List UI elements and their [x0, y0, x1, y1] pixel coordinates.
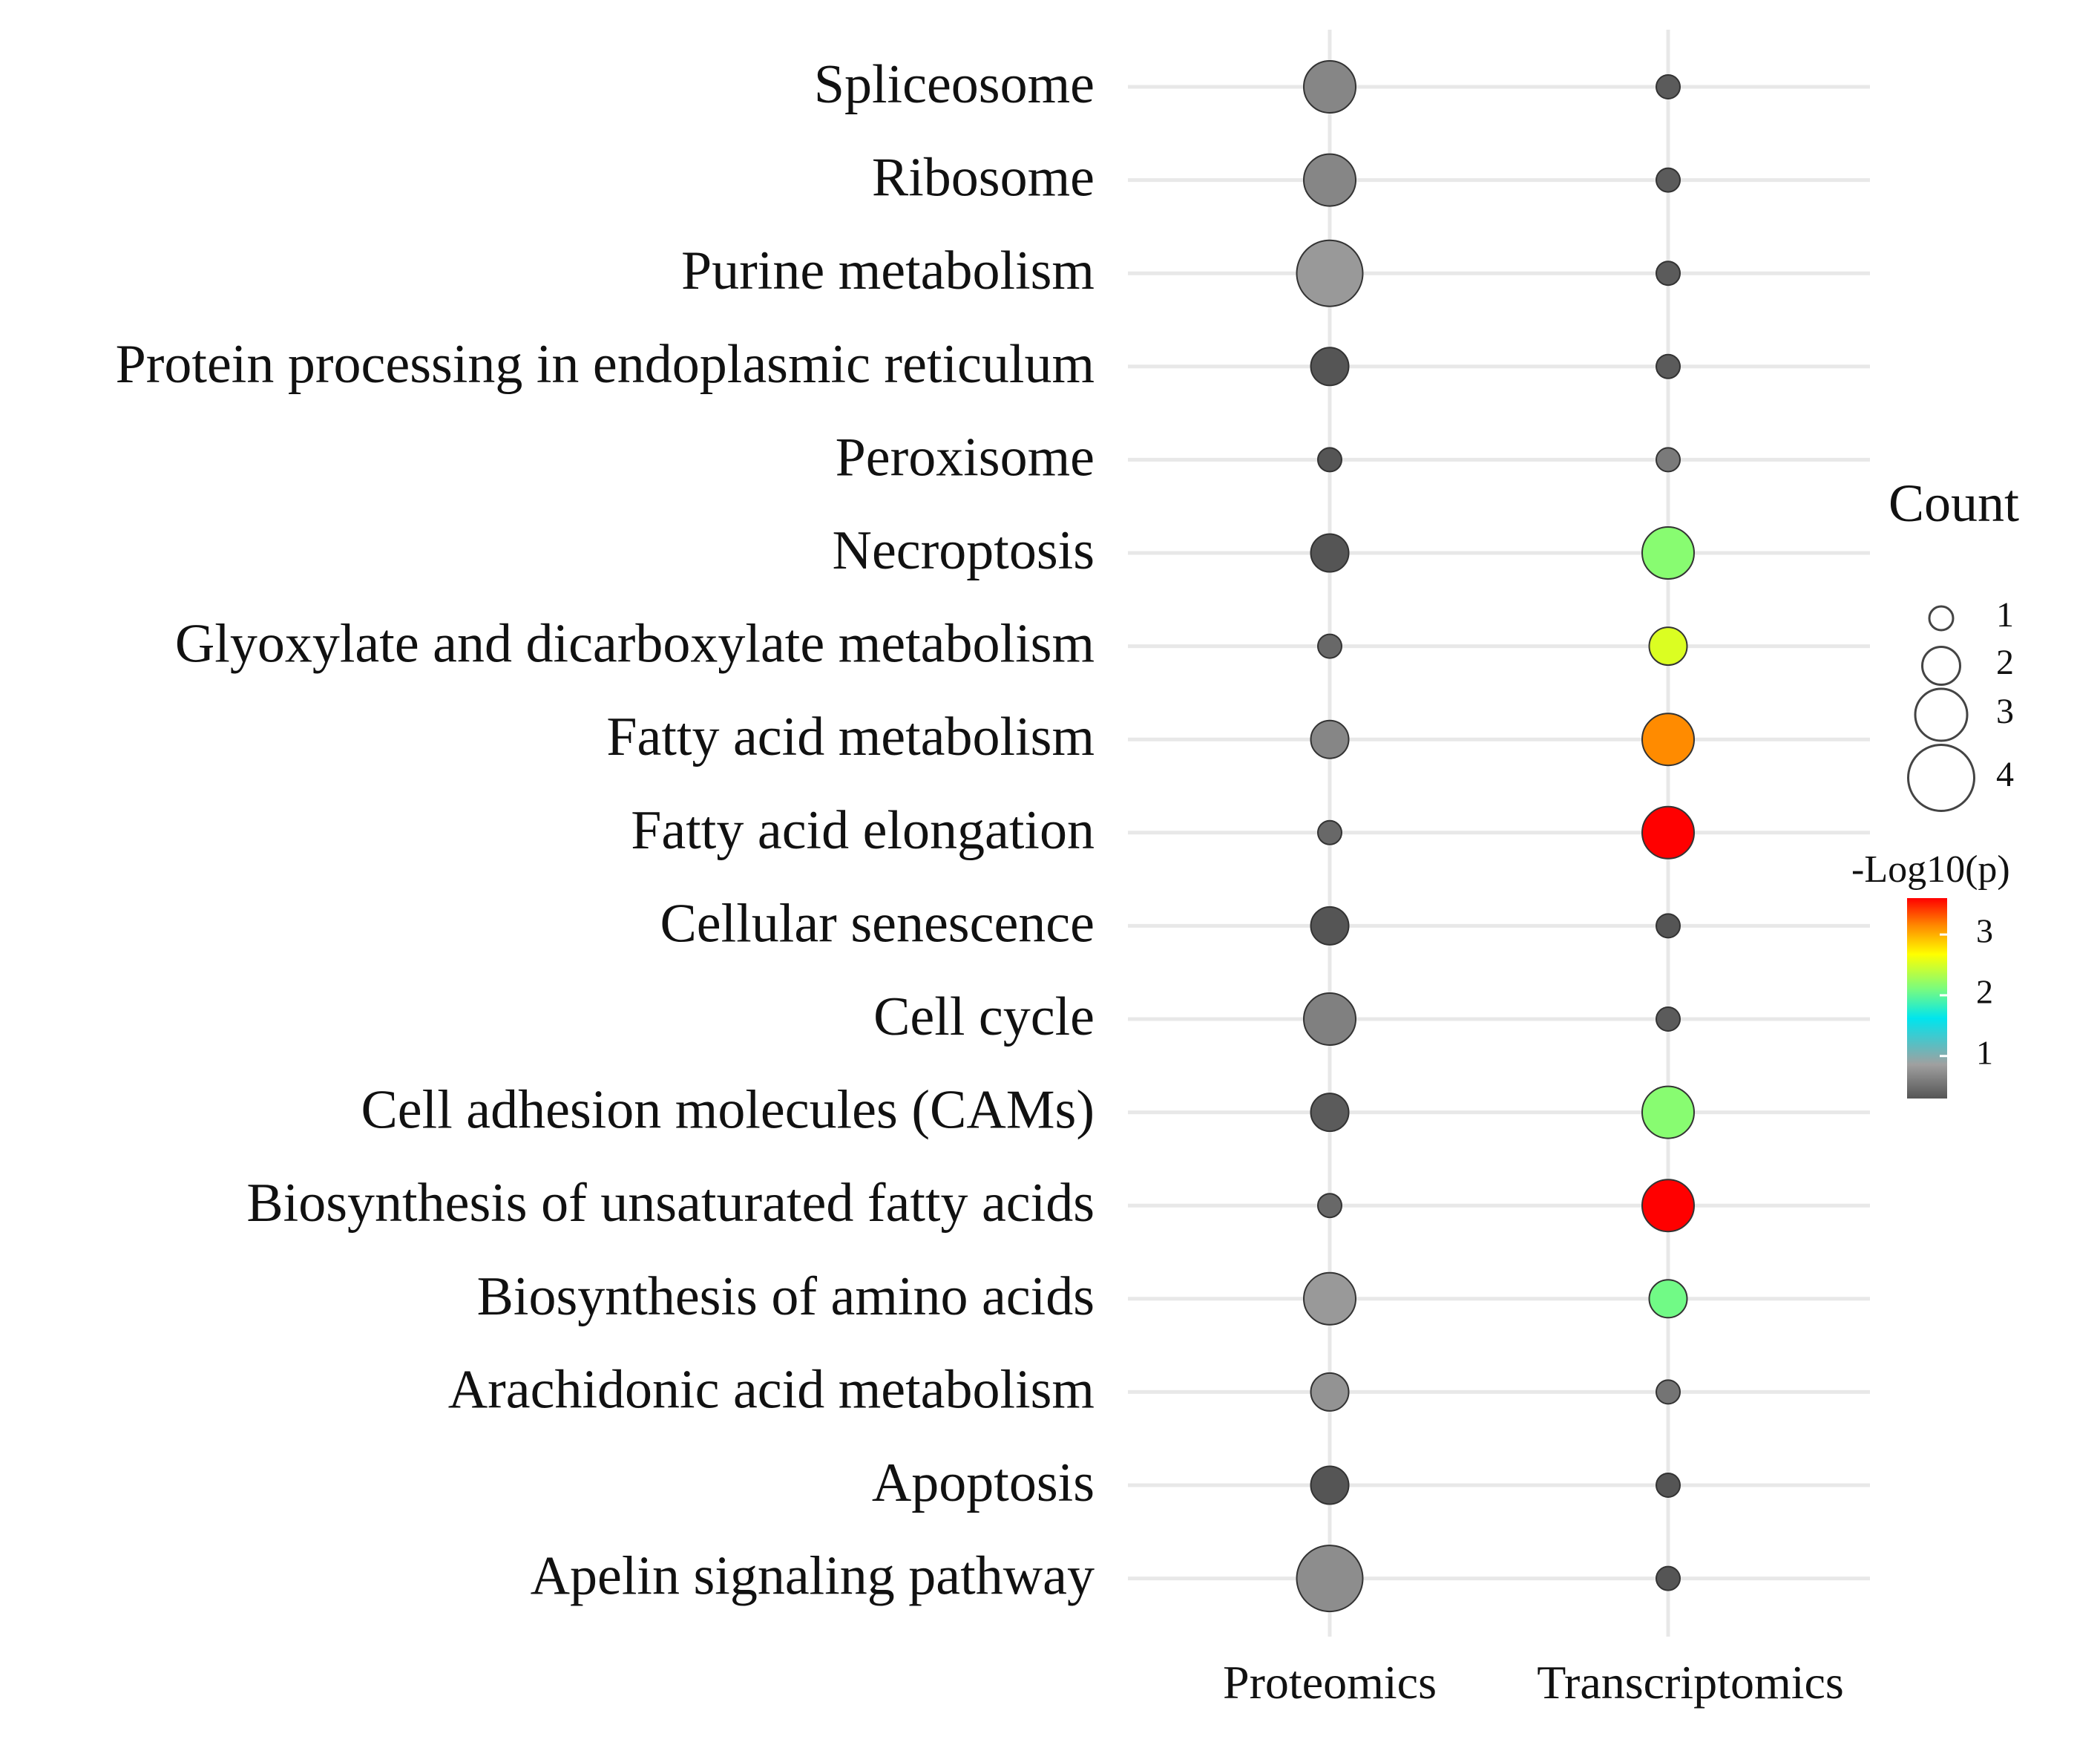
- row-label: Cellular senescence: [660, 893, 1095, 954]
- data-point: [1656, 447, 1681, 473]
- data-point: [1310, 906, 1350, 946]
- data-point: [1656, 353, 1681, 379]
- colorbar-tick-label: 2: [1976, 972, 1993, 1010]
- data-point: [1648, 626, 1688, 667]
- row-label: Apelin signaling pathway: [531, 1546, 1095, 1607]
- data-point: [1656, 913, 1681, 939]
- data-point: [1317, 1193, 1342, 1219]
- gridlines: [1128, 30, 1870, 1637]
- data-point: [1310, 347, 1350, 387]
- colorbar-tick-label: 3: [1976, 912, 1993, 950]
- row-label: Biosynthesis of unsaturated fatty acids: [246, 1173, 1095, 1234]
- row-label: Arachidonic acid metabolism: [448, 1359, 1095, 1420]
- x-tick-label: Transcriptomics: [1537, 1656, 1844, 1709]
- row-label: Protein processing in endoplasmic reticu…: [116, 334, 1095, 395]
- size-key-label: 3: [1996, 692, 2014, 731]
- size-key-circle: [1914, 687, 1969, 742]
- colorbar-tick-label: 1: [1976, 1033, 1993, 1071]
- data-point: [1317, 819, 1342, 845]
- row-label: Ribosome: [872, 148, 1095, 209]
- data-point: [1656, 261, 1681, 287]
- data-point: [1317, 447, 1342, 473]
- colorbar-ticks: 1 2 3: [1940, 912, 1993, 1071]
- data-point: [1656, 1006, 1681, 1032]
- data-point: [1656, 1473, 1681, 1498]
- size-key-label: 2: [1996, 643, 2014, 682]
- color-legend: -Log10(p) 1 2 3: [1851, 848, 2010, 1099]
- data-point: [1656, 74, 1681, 99]
- data-points: [1296, 60, 1695, 1613]
- row-label: Cell adhesion molecules (CAMs): [361, 1080, 1095, 1141]
- data-point: [1641, 713, 1695, 767]
- size-key-label: 1: [1996, 595, 2014, 635]
- size-legend: Count 1 2 3 4: [1889, 474, 2019, 812]
- row-label: Purine metabolism: [681, 240, 1095, 301]
- x-tick-label: Proteomics: [1223, 1656, 1437, 1709]
- size-key-circle: [1921, 646, 1961, 686]
- data-point: [1641, 805, 1695, 860]
- color-legend-title: -Log10(p): [1851, 848, 2010, 891]
- data-point: [1641, 1085, 1695, 1139]
- data-point: [1303, 992, 1356, 1046]
- row-label: Necroptosis: [833, 520, 1095, 581]
- x-tick-labels: Proteomics Transcriptomics: [1223, 1656, 1844, 1709]
- row-label: Fatty acid metabolism: [606, 707, 1095, 767]
- size-key-circle: [1928, 605, 1955, 632]
- size-key-label: 4: [1996, 755, 2014, 794]
- data-point: [1648, 1279, 1688, 1319]
- data-point: [1656, 1565, 1681, 1591]
- data-point: [1656, 1379, 1681, 1405]
- size-key-circle: [1907, 744, 1975, 812]
- data-point: [1641, 1179, 1695, 1233]
- data-point: [1310, 1372, 1350, 1412]
- data-point: [1310, 1093, 1350, 1133]
- data-point: [1310, 719, 1350, 759]
- size-legend-title: Count: [1889, 474, 2019, 533]
- data-point: [1303, 1271, 1356, 1326]
- data-point: [1656, 167, 1681, 193]
- colorbar: [1907, 898, 1947, 1099]
- row-label: Spliceosome: [814, 54, 1095, 115]
- data-point: [1296, 1545, 1364, 1613]
- row-label: Biosynthesis of amino acids: [477, 1266, 1095, 1327]
- data-point: [1303, 60, 1356, 114]
- row-label: Glyoxylate and dicarboxylate metabolism: [175, 614, 1095, 675]
- data-point: [1310, 1465, 1350, 1505]
- data-point: [1641, 526, 1695, 580]
- data-point: [1317, 633, 1342, 659]
- data-point: [1296, 239, 1364, 307]
- data-point: [1310, 533, 1350, 573]
- row-label: Apoptosis: [872, 1453, 1095, 1513]
- row-label: Cell cycle: [873, 986, 1095, 1047]
- row-label: Peroxisome: [836, 427, 1095, 488]
- row-label: Fatty acid elongation: [631, 800, 1095, 861]
- size-legend-items: 1 2 3 4: [1907, 595, 2014, 812]
- data-point: [1303, 153, 1356, 207]
